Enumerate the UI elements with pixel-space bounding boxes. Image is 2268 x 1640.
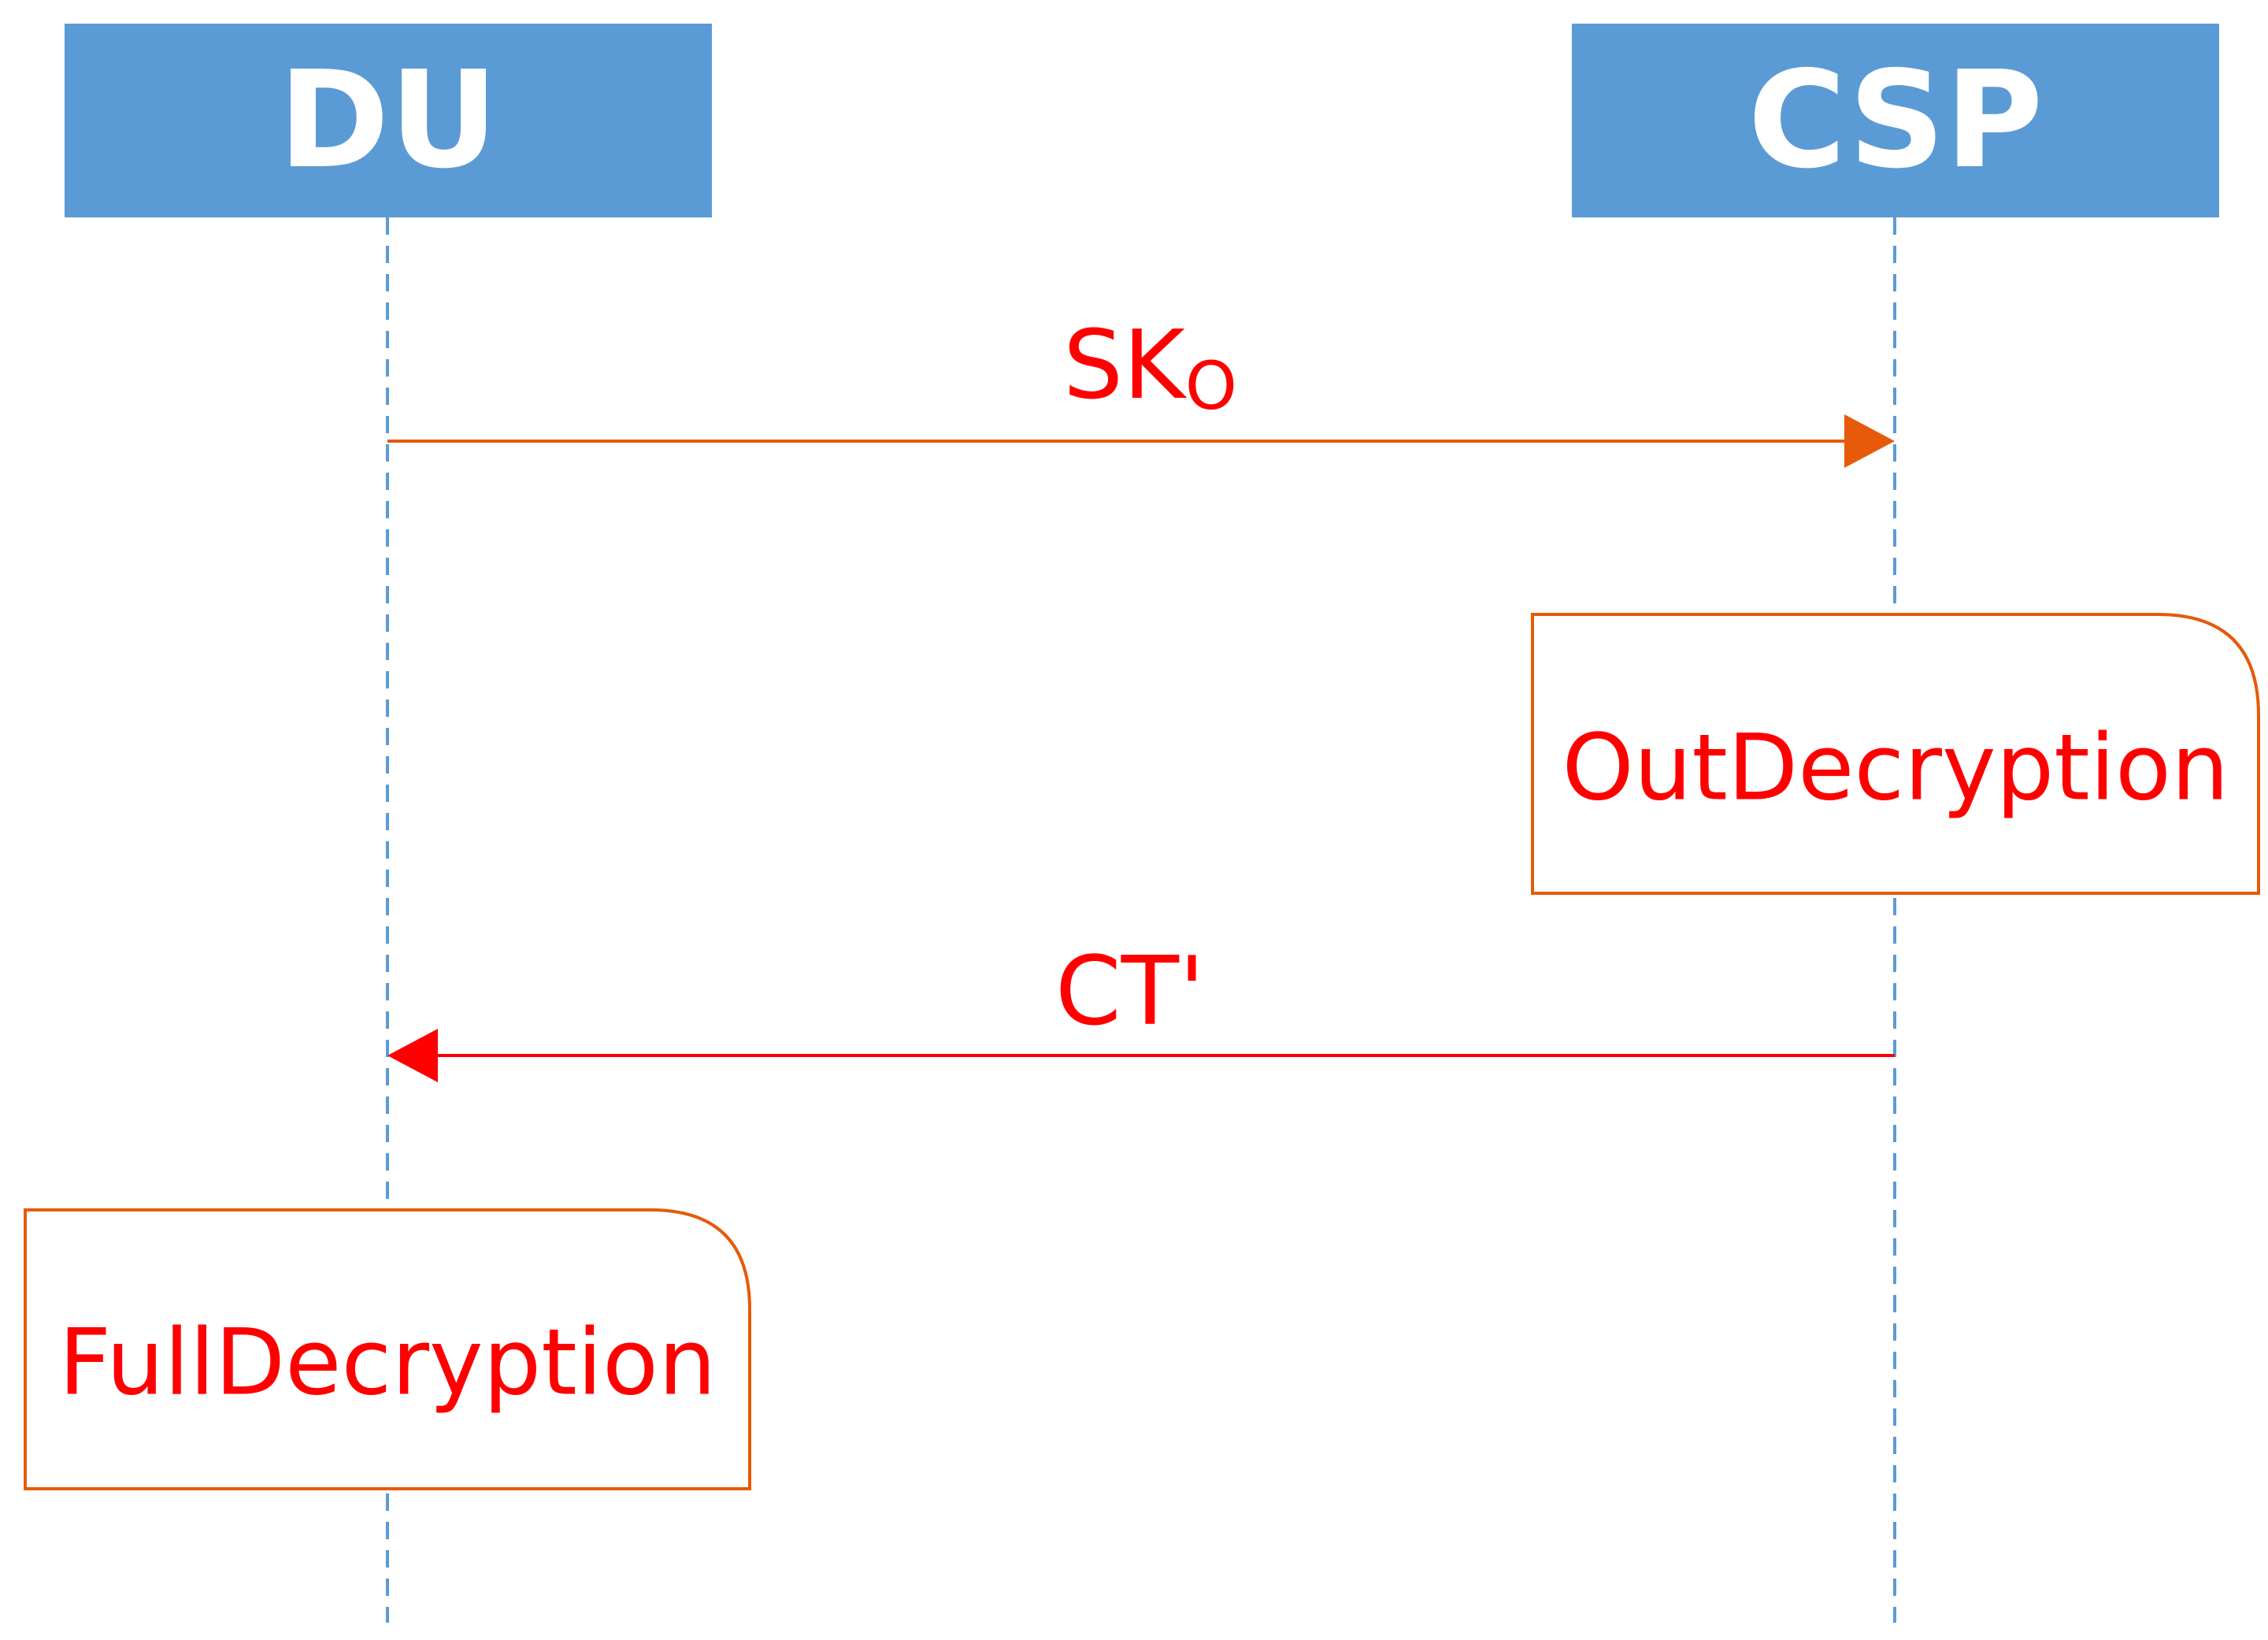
note-fulldecryption-label: FullDecryption: [59, 1310, 717, 1416]
message-du-to-csp: SKO: [387, 311, 1895, 468]
actor-du: DU: [65, 24, 712, 217]
note-outdecryption-box: [1531, 613, 2260, 895]
actor-du-box: [65, 24, 712, 217]
note-fulldecryption: FullDecryption: [24, 1208, 751, 1490]
message-du-to-csp-arrowhead: [1844, 414, 1895, 468]
message-du-to-csp-label-main: SK: [1063, 311, 1188, 421]
message-csp-to-du-label: CT': [1055, 937, 1205, 1047]
actor-csp-label: CSP: [1748, 43, 2044, 199]
actor-csp-box: [1572, 24, 2219, 217]
note-outdecryption: OutDecryption: [1531, 613, 2260, 895]
actor-csp: CSP: [1572, 24, 2219, 217]
message-du-to-csp-label: SKO: [1063, 311, 1237, 425]
message-csp-to-du-arrowhead: [387, 1029, 438, 1082]
message-csp-to-du: CT': [387, 937, 1895, 1082]
message-du-to-csp-label-sub: O: [1185, 347, 1237, 425]
note-outdecryption-label: OutDecryption: [1562, 715, 2229, 822]
note-fulldecryption-box: [24, 1208, 751, 1490]
actor-du-label: DU: [278, 43, 498, 199]
